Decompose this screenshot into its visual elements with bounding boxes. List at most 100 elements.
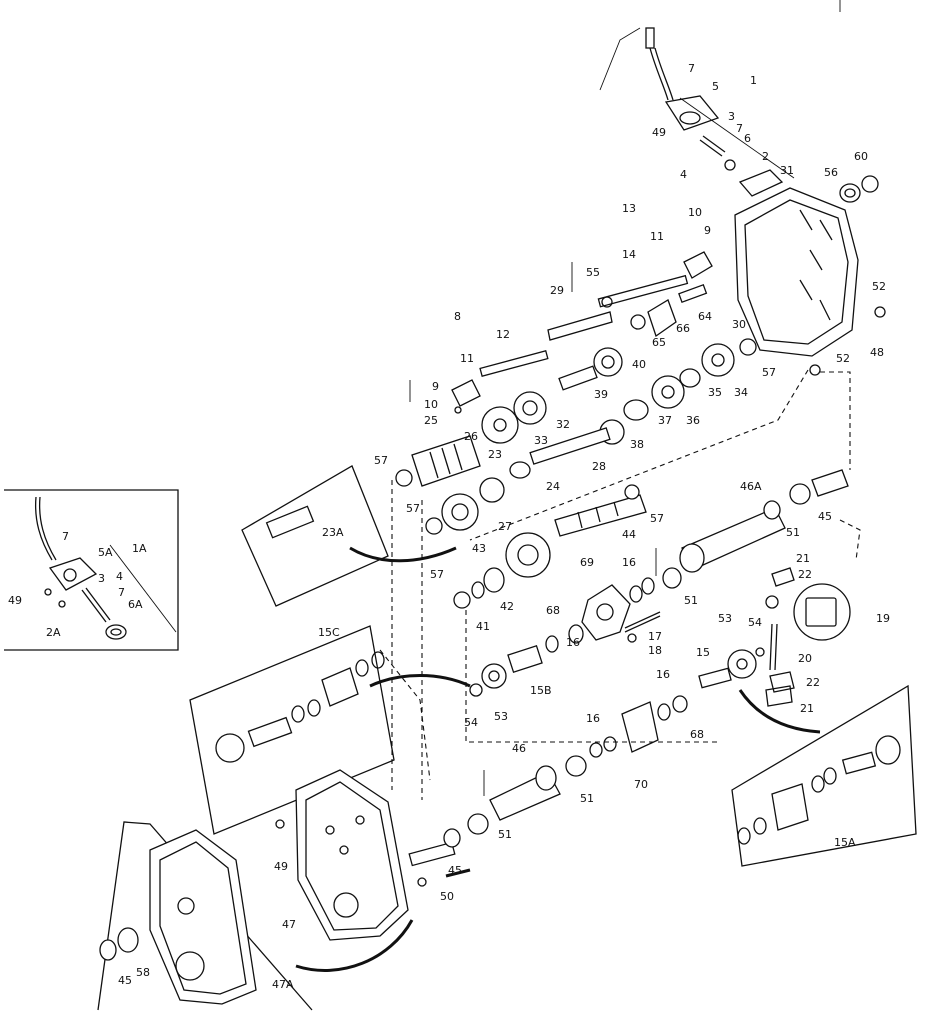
case-half-47 <box>275 769 461 941</box>
callout-17: 17 <box>648 630 662 643</box>
callout-12: 12 <box>496 328 510 341</box>
callout-19: 19 <box>876 612 890 625</box>
callout-51b: 51 <box>684 594 698 607</box>
axle-46 <box>467 695 688 835</box>
box-23a <box>241 465 389 607</box>
callout-45b: 45 <box>448 864 462 877</box>
callout-55: 55 <box>586 266 600 279</box>
callout-15B: 15B <box>530 684 552 697</box>
callout-20: 20 <box>798 652 812 665</box>
callout-54a: 54 <box>748 616 762 629</box>
callout-57c: 57 <box>406 502 420 515</box>
callout-57e: 57 <box>430 568 444 581</box>
assembly-arrows <box>295 546 821 972</box>
callout-56: 56 <box>824 166 838 179</box>
inset-callout-4: 4 <box>116 570 123 583</box>
callout-51d: 51 <box>498 828 512 841</box>
assembly-dashed-guides <box>379 369 861 800</box>
callout-5: 5 <box>712 80 719 93</box>
callout-42: 42 <box>500 600 514 613</box>
callout-26: 26 <box>464 430 478 443</box>
callout-16a: 16 <box>622 556 636 569</box>
gears-27-43 <box>441 493 551 609</box>
callout-30: 30 <box>732 318 746 331</box>
callout-57b: 57 <box>374 454 388 467</box>
callout-15C: 15C <box>318 626 340 639</box>
callout-8: 8 <box>454 310 461 323</box>
callout-53a: 53 <box>718 612 732 625</box>
callout-2: 2 <box>762 150 769 163</box>
callout-57a: 57 <box>762 366 776 379</box>
callout-33: 33 <box>534 434 548 447</box>
callout-51c: 51 <box>580 792 594 805</box>
callout-23: 23 <box>488 448 502 461</box>
inset-callout-3: 3 <box>98 572 105 585</box>
callout-38: 38 <box>630 438 644 451</box>
callout-27: 27 <box>498 520 512 533</box>
callout-50: 50 <box>440 890 454 903</box>
callout-40: 40 <box>632 358 646 371</box>
callout-18: 18 <box>648 644 662 657</box>
callout-21a: 21 <box>796 552 810 565</box>
callout-9a: 9 <box>704 224 711 237</box>
callout-25: 25 <box>424 414 438 427</box>
callout-37: 37 <box>658 414 672 427</box>
callout-53b: 53 <box>494 710 508 723</box>
callout-3: 3 <box>728 110 735 123</box>
callout-14: 14 <box>622 248 636 261</box>
callout-52b: 52 <box>836 352 850 365</box>
callout-49b: 49 <box>274 860 288 873</box>
callout-9b: 9 <box>432 380 439 393</box>
callout-16d: 16 <box>586 712 600 725</box>
shafts <box>395 427 647 537</box>
inset-callout-5A: 5A <box>98 546 113 559</box>
inset-callout-2A: 2A <box>46 626 61 639</box>
callout-24: 24 <box>546 480 560 493</box>
callout-45c: 45 <box>118 974 132 987</box>
callout-36: 36 <box>686 414 700 427</box>
inset-callout-labels: 7 5A 1A 49 3 4 7 2A 6A <box>8 530 147 639</box>
callout-22b: 22 <box>806 676 820 689</box>
callout-4: 4 <box>680 168 687 181</box>
callout-6: 6 <box>744 132 751 145</box>
shift-rail-group-13 <box>547 251 713 341</box>
callout-47: 47 <box>282 918 296 931</box>
callout-48: 48 <box>870 346 884 359</box>
callout-66: 66 <box>676 322 690 335</box>
callout-68b: 68 <box>690 728 704 741</box>
callout-64: 64 <box>698 310 712 323</box>
axle-15b <box>469 644 543 697</box>
callout-23A: 23A <box>322 526 344 539</box>
callout-65: 65 <box>652 336 666 349</box>
callout-52a: 52 <box>872 280 886 293</box>
inset-callout-7b: 7 <box>118 586 125 599</box>
callout-13: 13 <box>622 202 636 215</box>
box-15a <box>731 684 917 867</box>
callout-labels: 7 1 5 49 3 7 6 4 2 31 56 60 13 10 9 11 1… <box>118 62 890 991</box>
shift-rail-group-8 <box>409 350 549 414</box>
inset-callout-1A: 1A <box>132 542 147 555</box>
callout-10a: 10 <box>688 206 702 219</box>
callout-15: 15 <box>696 646 710 659</box>
callout-7b: 7 <box>736 122 743 135</box>
callout-31: 31 <box>780 164 794 177</box>
main-case-48 <box>734 175 886 376</box>
case-half-47a <box>97 821 313 1011</box>
inset-callout-49: 49 <box>8 594 22 607</box>
callout-1: 1 <box>750 74 757 87</box>
callout-45a: 45 <box>818 510 832 523</box>
callout-21b: 21 <box>800 702 814 715</box>
callout-47A: 47A <box>272 978 294 991</box>
callout-54b: 54 <box>464 716 478 729</box>
callout-58: 58 <box>136 966 150 979</box>
callout-44: 44 <box>622 528 636 541</box>
callout-69: 69 <box>580 556 594 569</box>
callout-49: 49 <box>652 126 666 139</box>
inset-callout-7: 7 <box>62 530 69 543</box>
callout-39: 39 <box>594 388 608 401</box>
inset-1a-assembly <box>4 489 179 651</box>
inset-callout-6A: 6A <box>128 598 143 611</box>
callout-46A: 46A <box>740 480 762 493</box>
callout-60: 60 <box>854 150 868 163</box>
callout-16b: 16 <box>566 636 580 649</box>
